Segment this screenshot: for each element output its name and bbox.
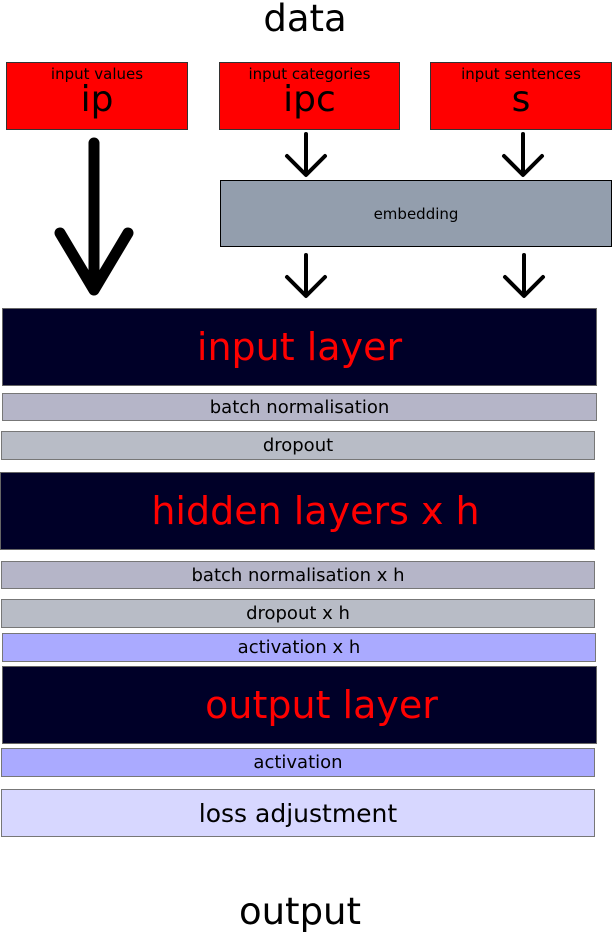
- input-sentences-caption: input sentences: [461, 65, 581, 83]
- dropout-x-h-band: dropout x h: [1, 599, 595, 628]
- input-layer: input layer: [2, 308, 597, 386]
- input-sentences-symbol: s: [511, 79, 531, 120]
- dropout-band: dropout: [1, 431, 595, 460]
- batch-normalisation-band: batch normalisation: [2, 393, 597, 421]
- data-title: data: [263, 0, 347, 40]
- input-values-box: input values ip: [6, 62, 188, 130]
- arrow-embedding-right-to-input-layer: [503, 253, 545, 298]
- output-title: output: [238, 890, 362, 933]
- activation-x-h-band: activation x h: [2, 633, 596, 662]
- embedding-box: embedding: [220, 180, 612, 247]
- input-values-caption: input values: [50, 65, 144, 83]
- input-categories-symbol: ipc: [283, 79, 336, 120]
- hidden-layers: hidden layers x h: [0, 472, 595, 550]
- input-categories-box: input categories ipc: [219, 62, 400, 130]
- loss-adjustment-band: loss adjustment: [1, 789, 595, 837]
- input-values-symbol: ip: [80, 79, 114, 120]
- output-layer: output layer: [2, 666, 597, 744]
- arrow-ipc-to-embedding: [285, 132, 327, 177]
- batch-normalisation-x-h-band: batch normalisation x h: [1, 561, 595, 589]
- input-categories-caption: input categories: [248, 65, 371, 83]
- arrow-s-to-embedding: [502, 132, 544, 177]
- hidden-layers-label: hidden layers x h: [151, 489, 480, 533]
- input-sentences-box: input sentences s: [430, 62, 612, 130]
- arrow-ip-to-input-layer: [54, 137, 134, 296]
- arrow-embedding-left-to-input-layer: [285, 253, 327, 298]
- output-layer-label: output layer: [205, 683, 438, 727]
- activation-band: activation: [1, 748, 595, 777]
